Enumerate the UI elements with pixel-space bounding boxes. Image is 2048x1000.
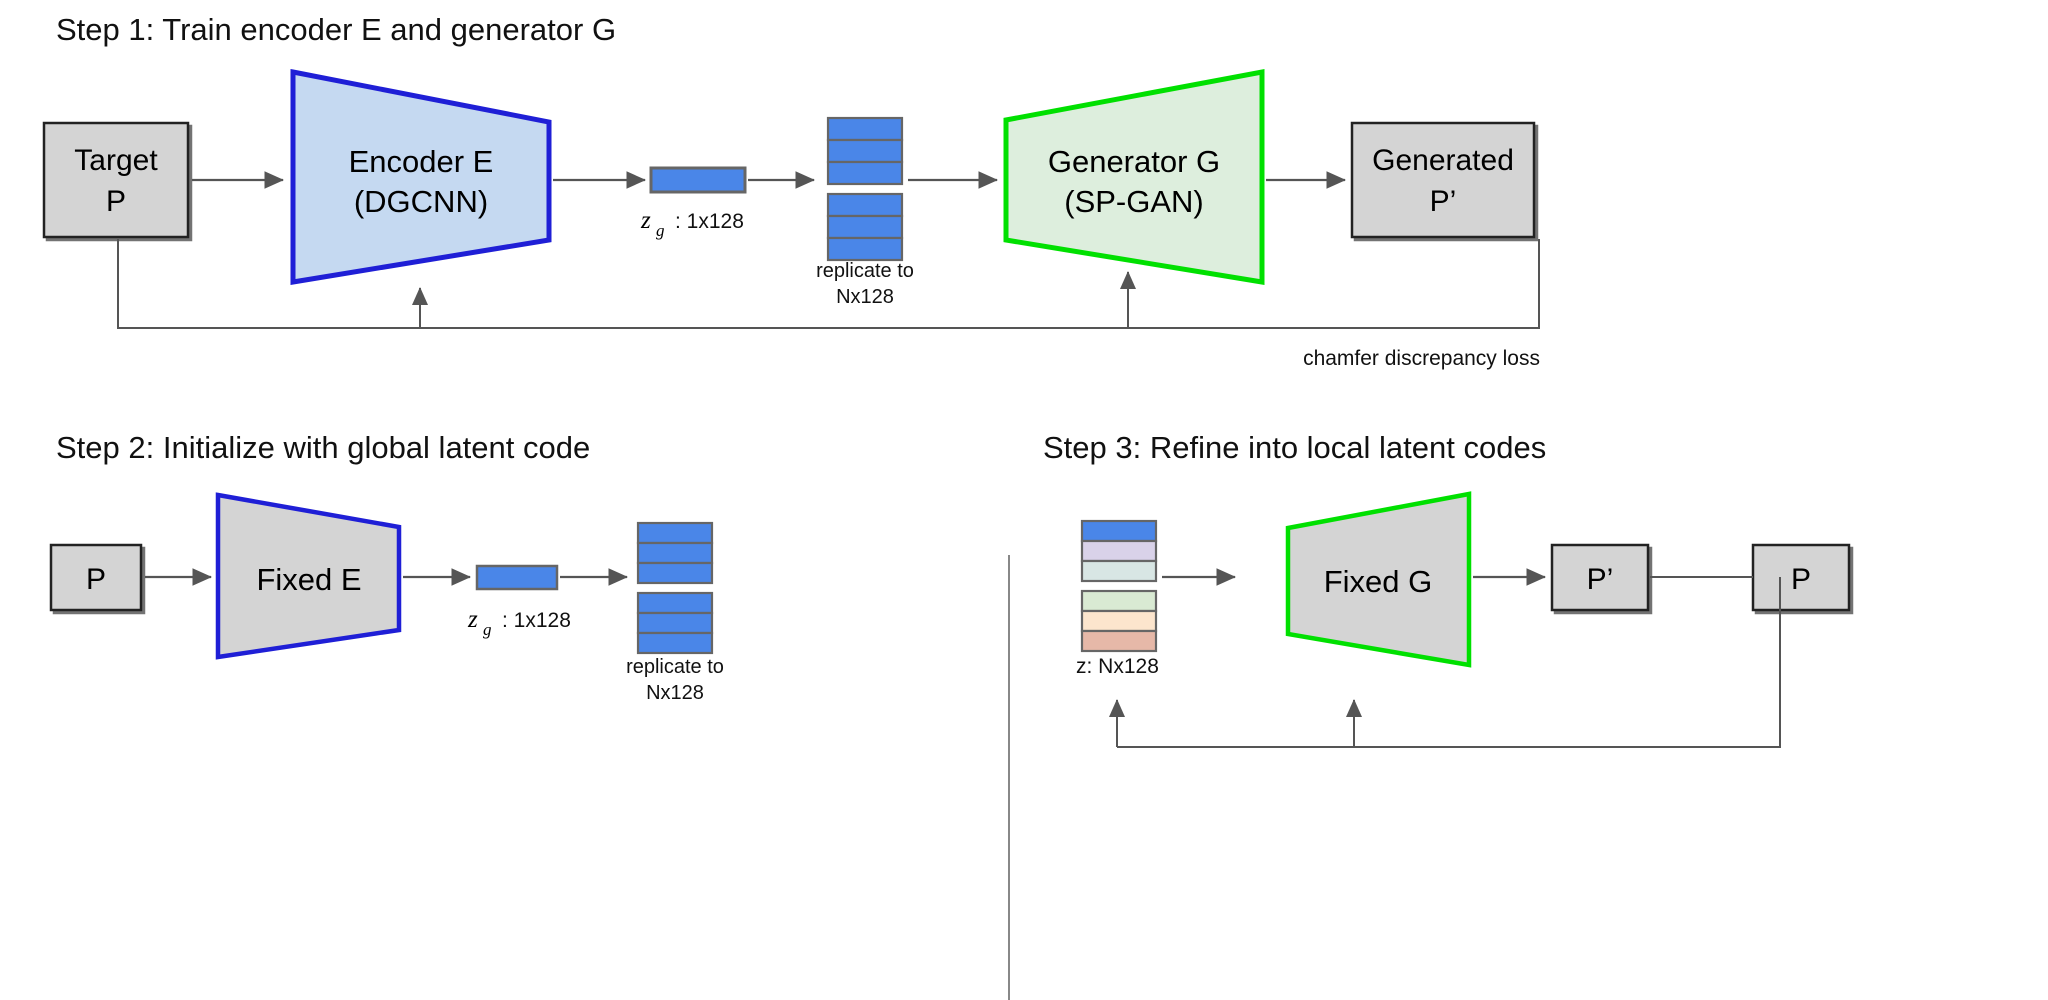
- latent-band-green: [1080, 589, 1158, 613]
- step2-latent-bar: z g : 1x128: [467, 564, 571, 639]
- step2-input-box-label: P: [86, 563, 106, 596]
- step2-input-box: P: [49, 543, 143, 612]
- step1-latent-subscript: g: [656, 221, 665, 240]
- latent-band-blue: [1080, 519, 1158, 543]
- latent-band-cyan: [1080, 559, 1158, 583]
- step3-target-box: P: [1751, 543, 1851, 612]
- latent-band-salmon: [1080, 629, 1158, 653]
- step1-encoder-line1: Encoder E: [349, 144, 494, 179]
- step-2-title: Step 2: Initialize with global latent co…: [56, 430, 590, 465]
- latent-band-peach: [1080, 609, 1158, 633]
- step2-encoder-shape: Fixed E: [215, 492, 402, 660]
- step-3-title: Step 3: Refine into local latent codes: [1043, 430, 1546, 465]
- step3-output-box-label: P’: [1587, 563, 1614, 596]
- step1-encoder-shape: Encoder E (DGCNN): [290, 68, 552, 285]
- step3-latent-stack: z: Nx128: [1076, 519, 1159, 678]
- step1-generator-line1: Generator G: [1048, 144, 1220, 179]
- step2-latent-subscript: g: [483, 620, 492, 639]
- step2-replicate-line2: Nx128: [646, 682, 704, 704]
- step1-loss-label: chamfer discrepancy loss: [1303, 347, 1540, 370]
- step1-generated-box: Generated P’: [1350, 121, 1536, 239]
- step2-latent-symbol: z: [467, 606, 478, 633]
- latent-band-lavender: [1080, 539, 1158, 563]
- step1-latent-dims: : 1x128: [675, 210, 744, 233]
- step1-target-box: Target P: [42, 121, 190, 239]
- step2-encoder-label: Fixed E: [256, 562, 361, 597]
- step1-target-box-line1: Target: [74, 144, 158, 177]
- step1-replicate-stack: replicate to Nx128: [816, 116, 914, 308]
- step1-generator-shape: Generator G (SP-GAN): [1003, 68, 1265, 285]
- step3-target-box-label: P: [1791, 563, 1811, 596]
- step1-generated-box-line2: P’: [1430, 185, 1457, 218]
- step1-generator-line2: (SP-GAN): [1064, 184, 1204, 219]
- step1-loss-feedback: chamfer discrepancy loss: [117, 239, 1540, 370]
- step2-latent-dims: : 1x128: [502, 609, 571, 632]
- step1-replicate-line1: replicate to: [816, 260, 914, 282]
- step1-replicate-line2: Nx128: [836, 286, 894, 308]
- step3-generator-label: Fixed G: [1324, 564, 1433, 599]
- step3-output-box: P’: [1550, 543, 1650, 612]
- step1-encoder-line2: (DGCNN): [354, 184, 488, 219]
- step3-generator-shape: Fixed G: [1285, 491, 1472, 668]
- step-1-title: Step 1: Train encoder E and generator G: [56, 12, 616, 47]
- step1-generated-box-line1: Generated: [1372, 144, 1514, 177]
- step1-target-box-line2: P: [106, 185, 126, 218]
- step1-latent-symbol: z: [640, 207, 651, 234]
- step2-replicate-line1: replicate to: [626, 656, 724, 678]
- step3-refine-feedback: [1109, 576, 1781, 748]
- step1-latent-bar: z g : 1x128: [640, 166, 747, 240]
- step3-latent-stack-label: z: Nx128: [1076, 655, 1159, 678]
- step2-replicate-stack: replicate to Nx128: [626, 521, 724, 704]
